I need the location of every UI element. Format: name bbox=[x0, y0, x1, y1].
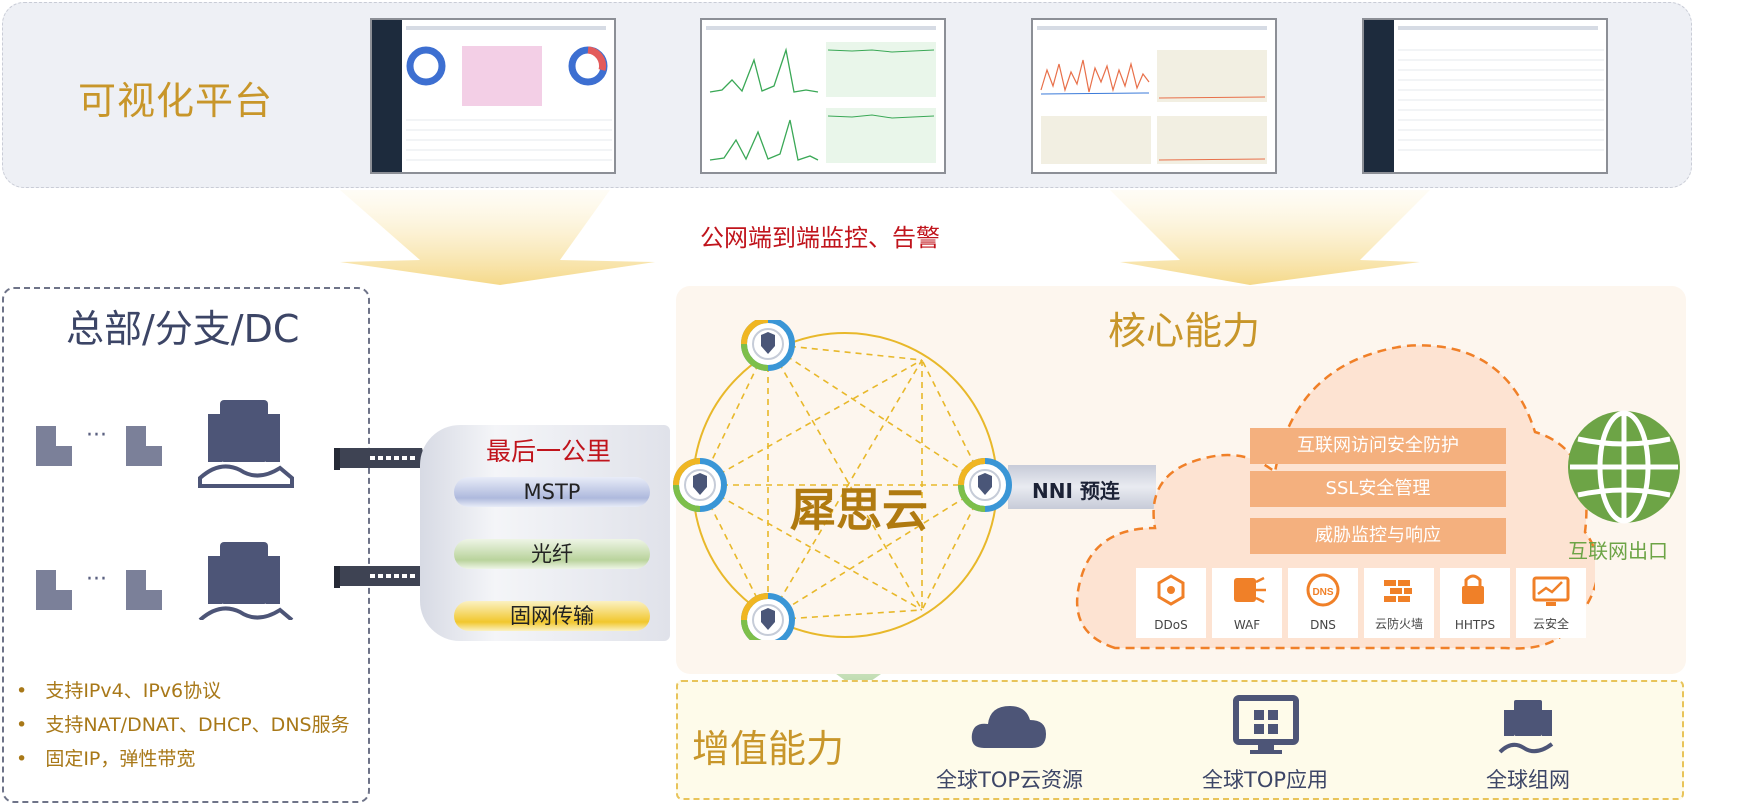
cloud-resource-label: 全球TOP云资源 bbox=[936, 768, 1084, 792]
cloud-node-icon bbox=[741, 320, 795, 371]
last-mile-title: 最后一公里 bbox=[486, 437, 612, 466]
firewall-icon bbox=[1384, 580, 1412, 602]
nni-link bbox=[1008, 465, 1156, 509]
hq-branch-dc-title: 总部/分支/DC bbox=[66, 307, 300, 351]
waf-icon bbox=[1234, 576, 1266, 604]
https-icon bbox=[1462, 574, 1484, 604]
service-card-firewall: 云防火墙 bbox=[1364, 568, 1434, 638]
fixed-network-pipe: 固网传输 bbox=[454, 601, 650, 631]
cloud-brand-name: 犀思云 bbox=[790, 483, 928, 537]
fiber-pipe: 光纤 bbox=[454, 539, 650, 569]
sites-ellipsis: ··· bbox=[86, 567, 107, 592]
hq-feature-item: • 支持NAT/DNAT、DHCP、DNS服务 bbox=[16, 714, 350, 736]
headquarters-building-icon bbox=[198, 542, 294, 620]
headquarters-building-icon bbox=[198, 400, 294, 488]
global-network-icon bbox=[1498, 700, 1554, 754]
service-card-https: HHTPS bbox=[1440, 568, 1510, 638]
internet-exit-label: 互联网出口 bbox=[1568, 539, 1668, 563]
dns-icon: DNS bbox=[1306, 573, 1340, 607]
cloud-network-ring bbox=[673, 320, 1012, 640]
value-added-title: 增值能力 bbox=[692, 727, 845, 771]
hq-feature-list: • 支持IPv4、IPv6协议 • 支持NAT/DNAT、DHCP、DNS服务 … bbox=[16, 676, 376, 778]
cloud-resource-icon bbox=[971, 706, 1046, 748]
sites-icons bbox=[36, 400, 294, 620]
small-building-icon bbox=[36, 426, 72, 466]
hq-feature-item: • 固定IP，弹性带宽 bbox=[16, 748, 196, 770]
application-icon bbox=[1233, 695, 1299, 754]
svg-text:DNS: DNS bbox=[1312, 587, 1333, 598]
end-to-end-monitoring-label: 公网端到端监控、告警 bbox=[700, 224, 940, 252]
globe-icon bbox=[1568, 410, 1680, 524]
dashboard-screenshot-latency bbox=[1031, 18, 1277, 174]
core-capability-title: 核心能力 bbox=[1108, 309, 1261, 353]
sites-ellipsis: ··· bbox=[86, 423, 107, 448]
mstp-pipe: MSTP bbox=[454, 477, 650, 507]
flow-arrow-right bbox=[1110, 190, 1430, 285]
global-network-label: 全球组网 bbox=[1486, 768, 1570, 792]
small-building-icon bbox=[126, 426, 162, 466]
dashboard-screenshot-table bbox=[1362, 18, 1608, 174]
threat-monitoring-feature: 威胁监控与响应 bbox=[1250, 518, 1506, 554]
ssl-management-feature: SSL安全管理 bbox=[1250, 471, 1506, 507]
small-building-icon bbox=[126, 570, 162, 610]
service-card-dns: DNS DNS bbox=[1288, 568, 1358, 638]
hq-branch-dc-panel bbox=[2, 287, 370, 803]
application-label: 全球TOP应用 bbox=[1202, 768, 1329, 792]
internet-security-feature: 互联网访问安全防护 bbox=[1250, 428, 1506, 464]
ddos-icon bbox=[1157, 574, 1185, 606]
flow-arrow-left bbox=[340, 190, 655, 285]
service-card-cloud-security: 云安全 bbox=[1516, 568, 1586, 638]
small-building-icon bbox=[36, 570, 72, 610]
nni-label: NNI 预连 bbox=[1032, 479, 1120, 503]
hq-feature-item: • 支持IPv4、IPv6协议 bbox=[16, 680, 222, 702]
service-card-ddos: DDoS bbox=[1136, 568, 1206, 638]
cloud-node-icon bbox=[958, 458, 1012, 512]
cloud-security-icon bbox=[1532, 576, 1570, 606]
service-card-waf: WAF bbox=[1212, 568, 1282, 638]
dashboard-screenshot-overview bbox=[370, 18, 616, 174]
visualization-platform-title: 可视化平台 bbox=[78, 79, 274, 123]
routers bbox=[334, 434, 428, 588]
cloud-node-icon bbox=[741, 593, 795, 640]
cloud-node-icon bbox=[673, 458, 727, 512]
dashboard-screenshot-traffic bbox=[700, 18, 946, 174]
router-icon bbox=[334, 552, 428, 588]
router-icon bbox=[334, 434, 428, 470]
